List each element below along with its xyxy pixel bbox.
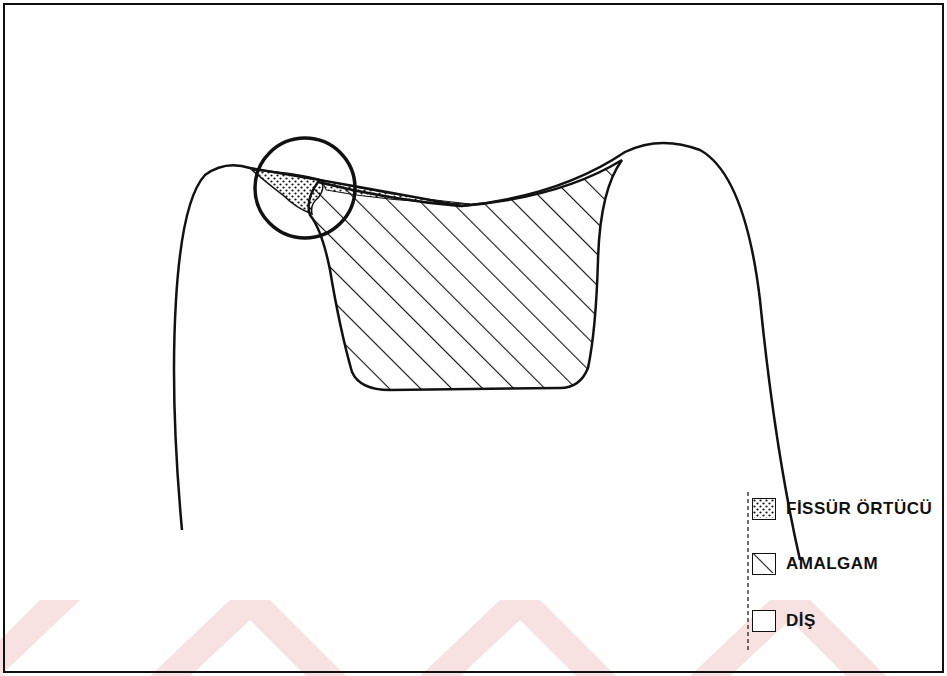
legend-row: DİŞ [752,608,816,634]
watermark-chevrons [0,600,886,676]
legend-pattern-swatch [752,498,776,520]
legend-divider [747,492,748,652]
frame [4,4,943,672]
highlight-circle [255,138,355,238]
legend-row: AMALGAM [752,551,878,577]
tooth-outline [174,143,800,560]
legend-text: DİŞ [786,611,816,631]
legend-row: FİSSÜR ÖRTÜCÜ [752,496,932,522]
pattern-sample [753,499,774,518]
fissure-sealant [252,170,323,214]
legend-text: AMALGAM [786,554,878,574]
legend-text: FİSSÜR ÖRTÜCÜ [786,499,932,519]
legend-swatch [752,610,776,632]
legend-pattern-swatch [752,553,776,575]
pattern-sample [753,554,774,573]
